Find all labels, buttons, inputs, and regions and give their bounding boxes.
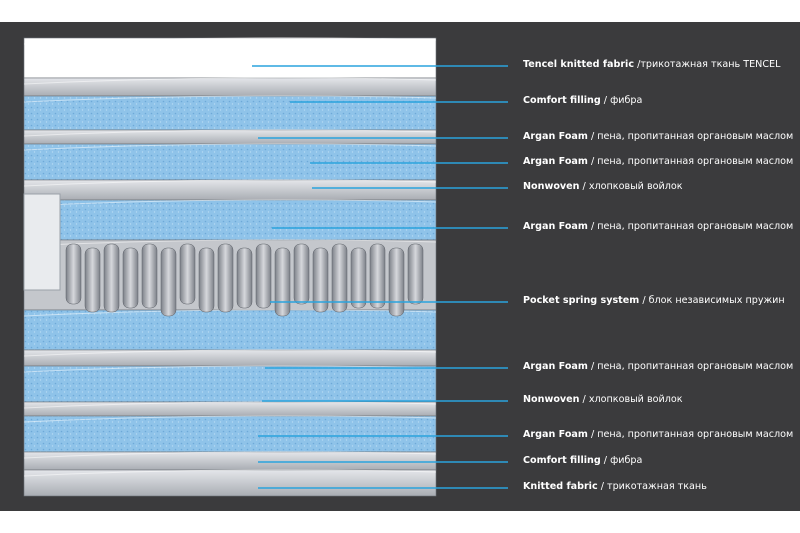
foam-layer-band (23, 95, 437, 131)
layer-name-ru: / пена, пропитанная органовым маслом (587, 221, 794, 232)
layer-name-en: Argan Foam (523, 361, 588, 372)
pocket-spring (217, 243, 234, 313)
foam-layer-band (23, 415, 437, 453)
pocket-spring (407, 243, 424, 305)
grey-layer-band (23, 77, 437, 97)
pocket-spring (293, 243, 310, 305)
pocket-spring (350, 247, 367, 309)
mattress-cross-section (23, 37, 508, 497)
layer-label: Tencel knitted fabric /трикотажная ткань… (523, 59, 780, 71)
layer-label: Argan Foam / пена, пропитанная органовым… (523, 156, 793, 168)
grey-layer-band (23, 469, 437, 497)
layer-name-ru: / хлопковый войлок (579, 181, 683, 192)
layer-name-en: Nonwoven (523, 181, 580, 192)
layer-name-ru: / трикотажная ткань (597, 481, 707, 492)
grey-layer-band (23, 451, 437, 471)
pocket-spring (369, 243, 386, 309)
layer-name-ru: / пена, пропитанная органовым маслом (587, 361, 794, 372)
layer-edge (23, 239, 437, 247)
layer-edge (23, 469, 437, 477)
layer-edge (23, 349, 437, 357)
pocket-spring (331, 243, 348, 313)
dark-panel (0, 22, 800, 511)
layer-name-en: Comfort filling (523, 455, 601, 466)
layer-name-en: Argan Foam (523, 429, 588, 440)
layer-label: Nonwoven / хлопковый войлок (523, 181, 683, 193)
layer-name-ru: / пена, пропитанная органовым маслом (587, 131, 794, 142)
layer-name-ru: /трикотажная ткань TENCEL (634, 59, 781, 70)
layer-label: Argan Foam / пена, пропитанная органовым… (523, 361, 793, 373)
pocket-spring (84, 247, 101, 313)
pocket-spring (388, 247, 405, 317)
layer-edge (23, 415, 437, 423)
pocket-spring (312, 247, 329, 313)
layer-label: Comfort filling / фибра (523, 455, 642, 467)
layer-name-ru: / хлопковый войлок (579, 394, 683, 405)
pocket-spring (198, 247, 215, 313)
layer-name-en: Tencel knitted fabric (523, 59, 635, 70)
grey-layer-band (23, 129, 437, 145)
layer-label: Argan Foam / пена, пропитанная органовым… (523, 131, 793, 143)
layer-edge (23, 77, 437, 85)
layer-edge (23, 199, 437, 207)
layer-label: Argan Foam / пена, пропитанная органовым… (523, 221, 793, 233)
layer-name-en: Argan Foam (523, 131, 588, 142)
layer-label: Pocket spring system / блок независимых … (523, 295, 785, 307)
layer-edge (23, 179, 437, 187)
pocket-spring (160, 247, 177, 317)
layer-label: Argan Foam / пена, пропитанная органовым… (523, 429, 793, 441)
foam-layer-band (23, 309, 437, 351)
layer-edge (23, 95, 437, 103)
layer-label: Knitted fabric / трикотажная ткань (523, 481, 707, 493)
springs-group (65, 243, 424, 317)
layer-name-ru: / блок независимых пружин (639, 295, 785, 306)
grey-layer-band (23, 401, 437, 417)
pocket-spring (179, 243, 196, 305)
layer-label: Nonwoven / хлопковый войлок (523, 394, 683, 406)
layer-name-en: Comfort filling (523, 95, 601, 106)
layer-label: Comfort filling / фибра (523, 95, 642, 107)
layer-edge (23, 451, 437, 459)
layer-edge (23, 37, 437, 45)
layer-name-ru: / фибра (600, 455, 643, 466)
pocket-spring (103, 243, 120, 313)
layer-name-en: Nonwoven (523, 394, 580, 405)
layer-edge (23, 365, 437, 373)
layer-name-en: Knitted fabric (523, 481, 598, 492)
layer-name-en: Pocket spring system (523, 295, 640, 306)
layer-edge (23, 129, 437, 137)
layer-edge (23, 143, 437, 151)
layer-name-en: Argan Foam (523, 156, 588, 167)
pocket-spring (65, 243, 82, 305)
pocket-spring (122, 247, 139, 309)
foam-layer-band (23, 365, 437, 403)
layer-edge (23, 401, 437, 409)
pocket-spring (236, 247, 253, 309)
layer-name-ru: / пена, пропитанная органовым маслом (587, 429, 794, 440)
foam-layer-band (23, 143, 437, 181)
layer-name-en: Argan Foam (523, 221, 588, 232)
layer-name-ru: / пена, пропитанная органовым маслом (587, 156, 794, 167)
layer-name-ru: / фибра (600, 95, 643, 106)
pocket-spring (274, 247, 291, 317)
grey-layer-band (23, 349, 437, 367)
white-layer-band (23, 37, 437, 79)
pocket-spring (141, 243, 158, 309)
side-tag (23, 193, 61, 291)
foam-layer-band (23, 199, 437, 241)
leader-lines (252, 65, 508, 489)
pocket-spring (255, 243, 272, 309)
